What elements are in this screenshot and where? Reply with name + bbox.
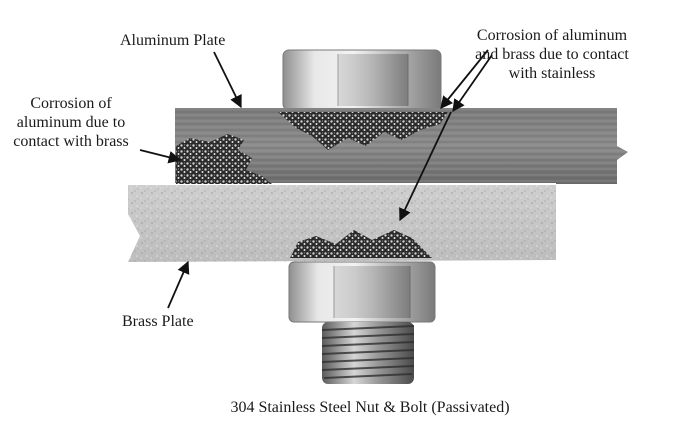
arrow-aluminum-plate <box>213 51 242 109</box>
aluminum-plate <box>175 108 628 184</box>
leader-arrows <box>139 49 493 309</box>
caption: 304 Stainless Steel Nut & Bolt (Passivat… <box>230 399 510 416</box>
label-corrosion-brass-line2: aluminum due to <box>16 114 126 131</box>
arrow-corrosion-brass <box>139 149 182 164</box>
bolt-threads <box>321 322 415 384</box>
bolt-head <box>282 49 442 111</box>
label-corrosion-brass-line3: contact with brass <box>13 133 129 150</box>
label-corrosion-brass-line1: Corrosion of <box>30 95 112 112</box>
label-corrosion-stainless-line1: Corrosion of aluminum <box>476 27 628 44</box>
label-corrosion-stainless-line3: with stainless <box>508 65 596 82</box>
arrow-stainless-2 <box>452 54 493 113</box>
label-corrosion-stainless: Corrosion of aluminum and brass due to c… <box>452 26 652 83</box>
arrow-stainless-1 <box>440 49 489 109</box>
nut <box>288 261 436 323</box>
corrosion-aluminum-brass-contact <box>176 134 272 184</box>
label-corrosion-brass: Corrosion of aluminum due to contact wit… <box>0 94 142 151</box>
label-corrosion-stainless-line2: and brass due to contact <box>475 46 629 63</box>
corrosion-above-nut <box>290 230 432 258</box>
corrosion-under-bolt-head <box>278 112 448 150</box>
arrow-brass-plate <box>167 260 190 309</box>
brass-plate <box>128 183 556 262</box>
arrow-stainless-3 <box>399 111 452 222</box>
label-brass-plate: Brass Plate <box>122 313 194 330</box>
label-aluminum-plate: Aluminum Plate <box>120 32 226 49</box>
